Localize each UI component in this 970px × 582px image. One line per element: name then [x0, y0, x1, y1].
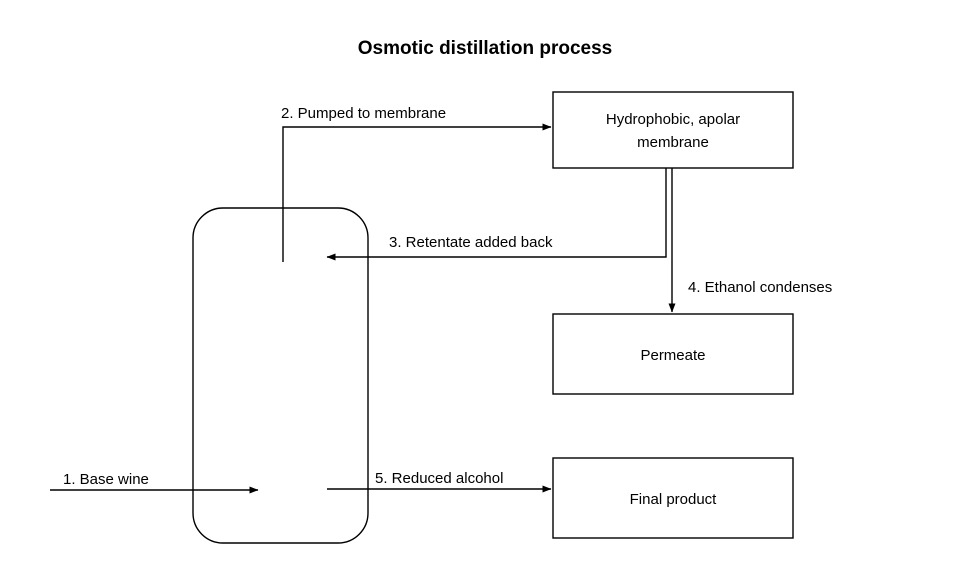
node-permeate[interactable]	[552, 313, 794, 395]
edge-base-wine-label: 1. Base wine	[63, 471, 149, 488]
edge-pumped-label: 2. Pumped to membrane	[281, 105, 446, 122]
page-title: Osmotic distillation process	[358, 38, 612, 59]
edge-ethanol-label: 4. Ethanol condenses	[688, 279, 832, 296]
node-permeate-label: Permeate	[640, 347, 705, 364]
node-final-product[interactable]	[552, 457, 794, 539]
node-membrane-label-line1: Hydrophobic, apolar	[606, 111, 740, 128]
edge-retentate-arrow	[326, 168, 667, 261]
edge-retentate-label: 3. Retentate added back	[389, 234, 553, 251]
node-membrane-label-line2: membrane	[637, 134, 709, 151]
node-final-product-label: Final product	[630, 491, 718, 508]
edge-pumped-arrow	[282, 123, 552, 262]
edge-reduced-alcohol-label: 5. Reduced alcohol	[375, 470, 503, 487]
node-membrane[interactable]	[552, 91, 794, 169]
node-tank[interactable]	[192, 207, 369, 544]
